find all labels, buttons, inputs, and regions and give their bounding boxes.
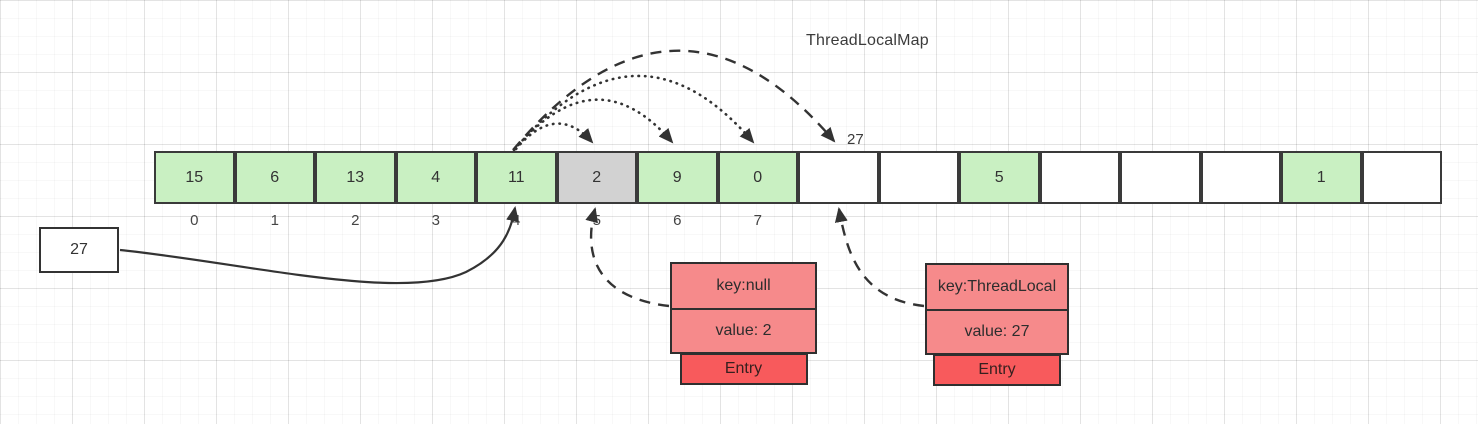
array-index-label: 2 (351, 212, 360, 229)
arrow-probe-slot7 (512, 74, 755, 152)
external-value-box: 27 (39, 227, 119, 273)
array-slot-9 (878, 151, 959, 204)
entry-live: key:ThreadLocal value: 27 Entry (925, 263, 1069, 386)
entry-live-footer: Entry (933, 354, 1061, 386)
array-cell-value: 11 (476, 151, 557, 204)
array-slot-15 (1361, 151, 1442, 204)
array-index-label: 3 (431, 212, 440, 229)
array-cell-value: 0 (717, 151, 798, 204)
array-cell-value: 9 (637, 151, 718, 204)
probe-result-label: 27 (847, 131, 864, 148)
arrow-probe-slot5 (514, 122, 594, 151)
array-index-label: 5 (592, 212, 601, 229)
array-index-label: 0 (190, 212, 199, 229)
array-slot-11 (1039, 151, 1120, 204)
array-index-label: 4 (512, 212, 521, 229)
array-cell-value (1120, 151, 1201, 204)
array-slot-14: 1 (1281, 151, 1362, 204)
array-cell-value: 6 (234, 151, 315, 204)
entry-stale-key: key:null (672, 264, 815, 308)
entry-stale-footer: Entry (679, 353, 808, 385)
array-cell-value: 5 (959, 151, 1040, 204)
array-cell-value (878, 151, 959, 204)
array-cell-value (1200, 151, 1281, 204)
array-cell-value (798, 151, 879, 204)
array-cell-value (1361, 151, 1442, 204)
array-cell-value: 4 (395, 151, 476, 204)
arrow-entry-live-to-slot8 (834, 207, 925, 308)
array-cell-value: 1 (1281, 151, 1362, 204)
entry-stale-value: value: 2 (672, 308, 815, 352)
array-cell-value: 13 (315, 151, 396, 204)
arrow-probe-slot8 (512, 49, 836, 151)
array-slot-8 (798, 151, 879, 204)
array-cell-value: 15 (154, 151, 235, 204)
array-index-label: 7 (753, 212, 762, 229)
entry-stale: key:null value: 2 Entry (670, 262, 817, 385)
array-index-label: 1 (270, 212, 279, 229)
array-slot-12 (1120, 151, 1201, 204)
array-slot-13 (1200, 151, 1281, 204)
diagram-title: ThreadLocalMap (806, 32, 929, 49)
array-slot-10: 5 (959, 151, 1040, 204)
entry-live-value: value: 27 (927, 309, 1067, 353)
array-cell-value (1039, 151, 1120, 204)
arrow-probe-slot6 (513, 98, 674, 151)
array-index-label: 6 (673, 212, 682, 229)
entry-stale-body: key:null value: 2 (670, 262, 817, 354)
array-cell-value: 2 (556, 151, 637, 204)
entry-live-key: key:ThreadLocal (927, 265, 1067, 309)
entry-live-body: key:ThreadLocal value: 27 (925, 263, 1069, 355)
